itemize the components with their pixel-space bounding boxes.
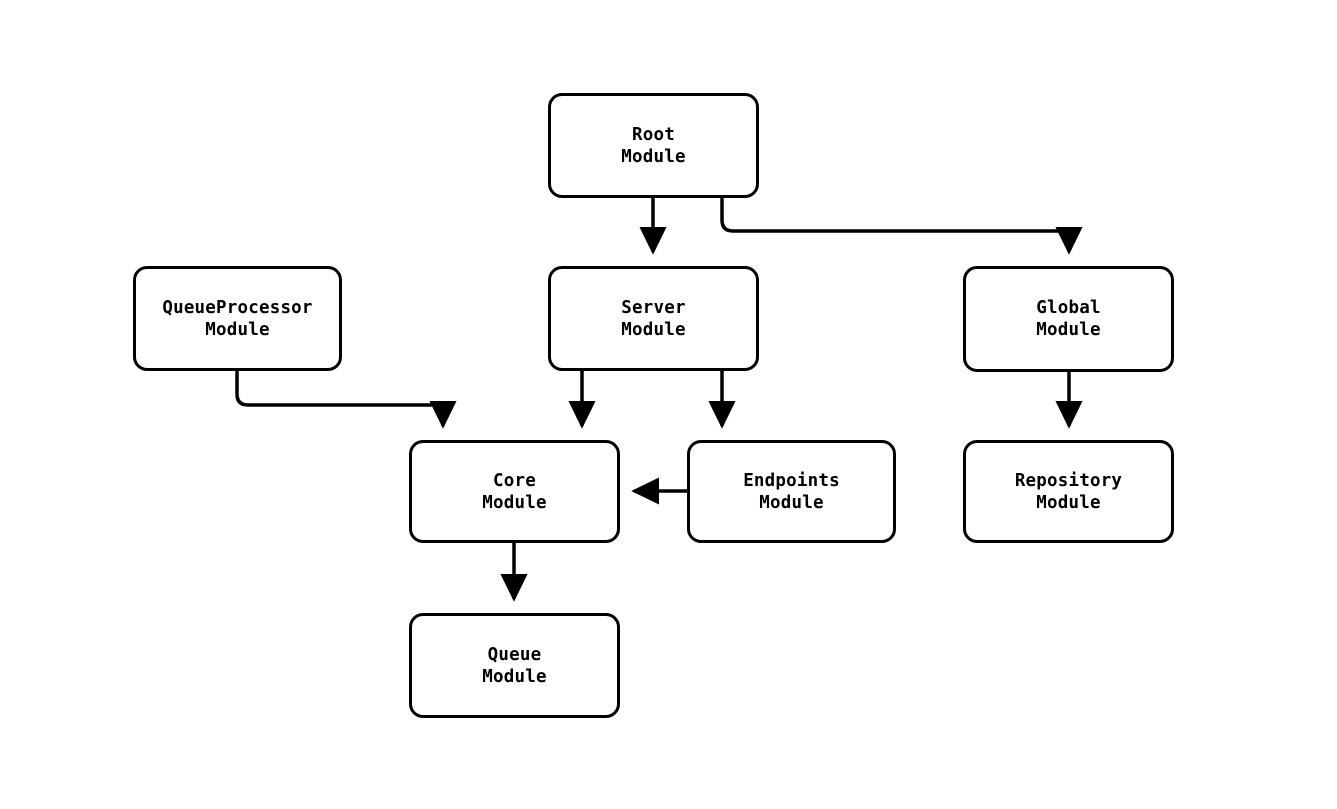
node-queue[interactable]: Queue Module: [409, 613, 620, 718]
node-repository[interactable]: Repository Module: [963, 440, 1174, 543]
node-server[interactable]: Server Module: [548, 266, 759, 371]
edge-queueprocessor-core: [235, 371, 457, 429]
node-label-queueprocessor: QueueProcessor Module: [162, 297, 313, 340]
node-label-global: Global Module: [1036, 298, 1101, 340]
node-label-repository: Repository Module: [1014, 470, 1123, 513]
node-label-queue: Queue Module: [482, 644, 547, 687]
node-label-endpoints: Endpoints Module: [743, 470, 840, 513]
node-queueprocessor[interactable]: QueueProcessor Module: [133, 266, 342, 371]
node-label-root: Root Module: [621, 124, 686, 167]
node-label-core: Core Module: [482, 470, 547, 513]
edge-root-global: [720, 198, 1083, 255]
node-label-server: Server Module: [621, 297, 686, 340]
node-global[interactable]: Global Module: [963, 266, 1174, 372]
node-endpoints[interactable]: Endpoints Module: [687, 440, 896, 543]
node-root[interactable]: Root Module: [548, 93, 759, 198]
node-core[interactable]: Core Module: [409, 440, 620, 543]
